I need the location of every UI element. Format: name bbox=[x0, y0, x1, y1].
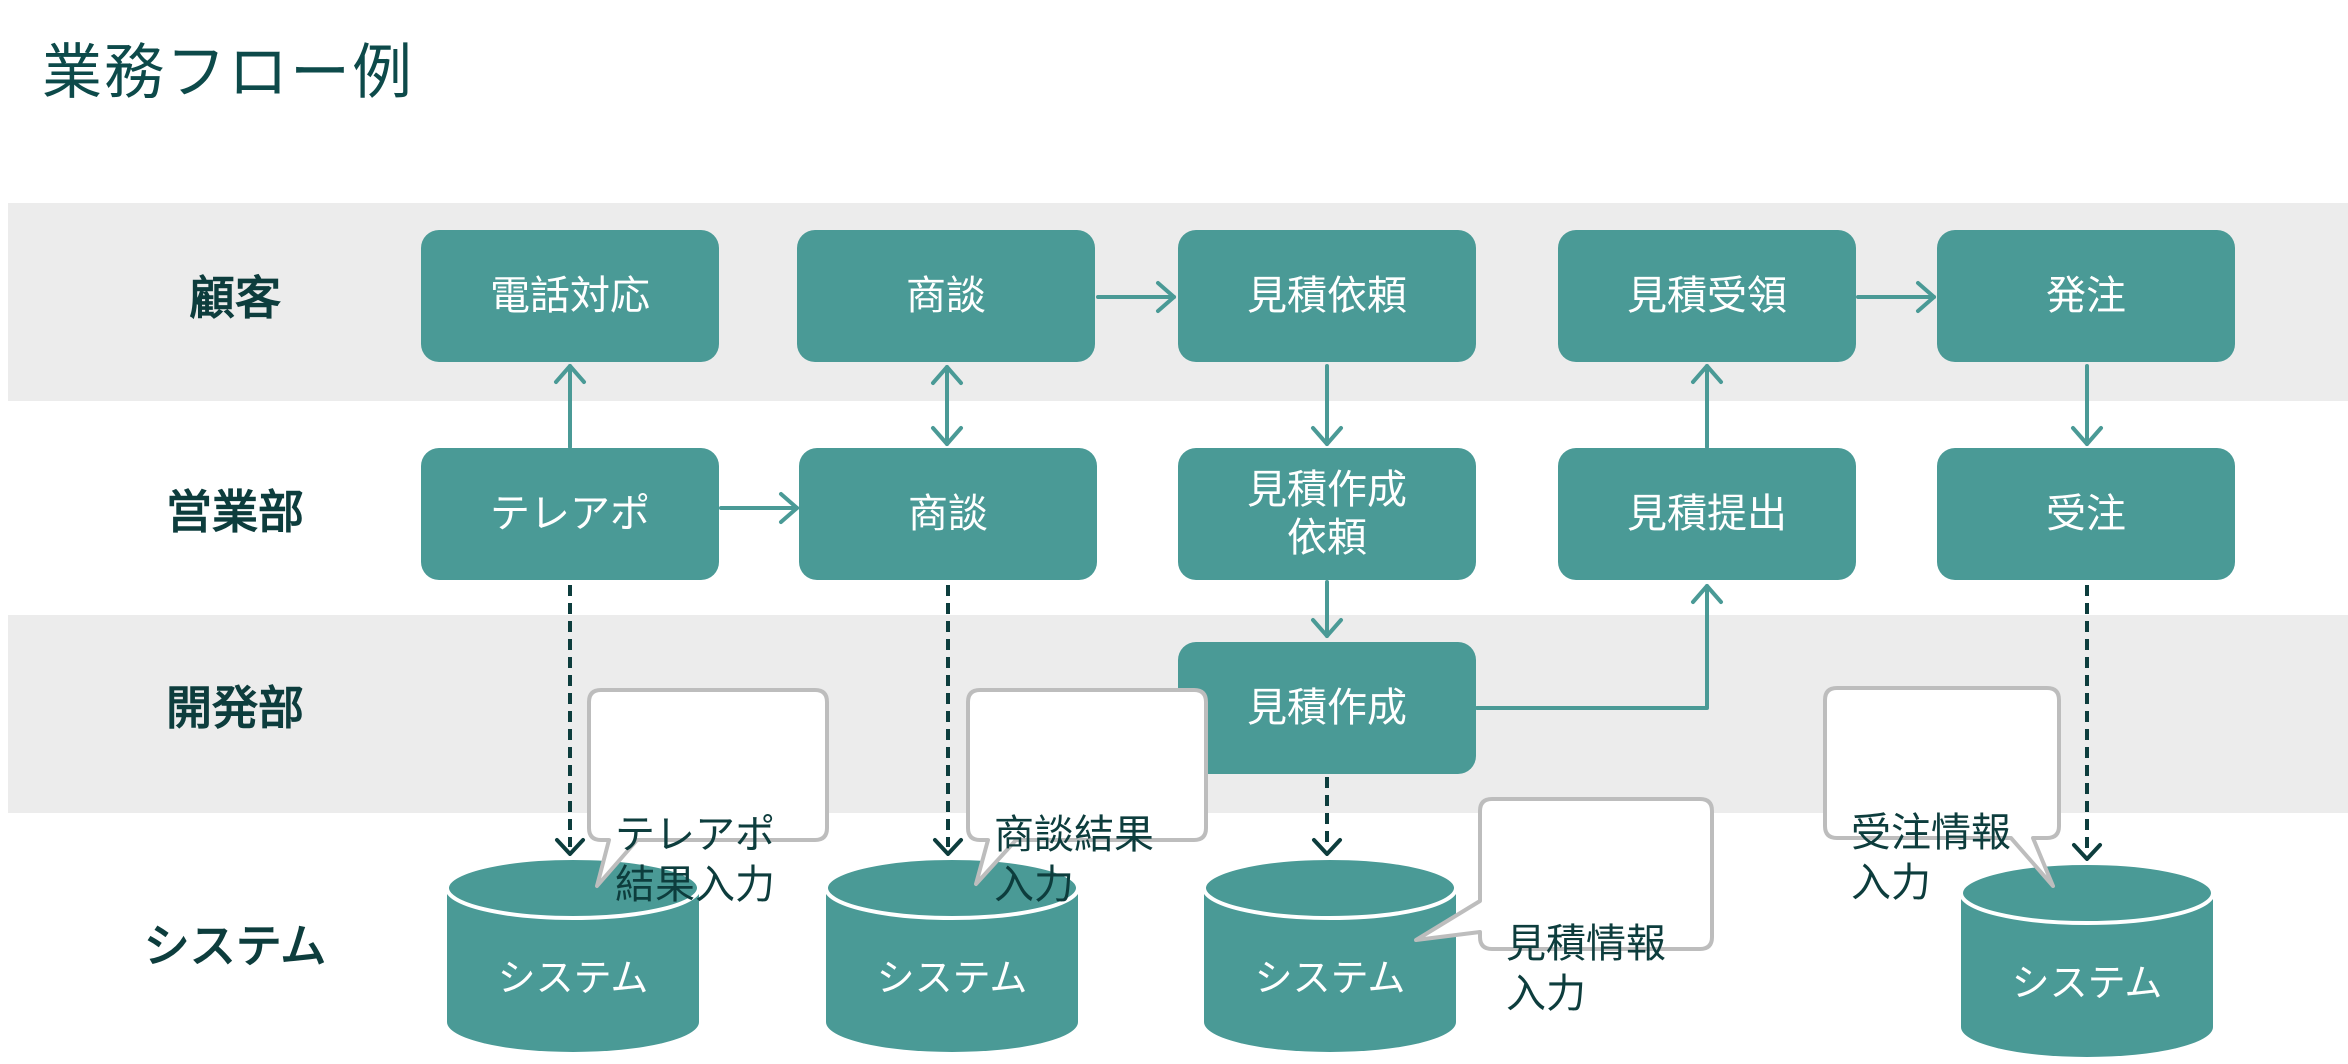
system-database-1: システム bbox=[443, 855, 703, 1055]
callout-text: 商談結果 入力 bbox=[994, 812, 1154, 908]
box-mitsumori-juryo: 見積受領 bbox=[1558, 230, 1856, 362]
box-mitsumori-irai: 見積依頼 bbox=[1178, 230, 1476, 362]
speech-bubble-icon bbox=[587, 688, 829, 888]
callout-text: テレアポ 結果入力 bbox=[615, 812, 775, 908]
system-database-2: システム bbox=[822, 855, 1082, 1055]
lane-label-dev: 開発部 bbox=[166, 681, 304, 735]
database-icon bbox=[1959, 861, 2215, 1057]
system-database-4: システム bbox=[1957, 860, 2217, 1060]
callout-shodan-result: 商談結果 入力 bbox=[966, 688, 1208, 908]
box-hatchu: 発注 bbox=[1937, 230, 2235, 362]
box-shodan-customer: 商談 bbox=[797, 230, 1095, 362]
system-label: システム bbox=[497, 956, 649, 1000]
system-database-3: システム bbox=[1200, 855, 1460, 1055]
box-mitsumori-sakusei: 見積作成 bbox=[1178, 642, 1476, 774]
database-icon bbox=[824, 856, 1080, 1052]
database-icon bbox=[1202, 856, 1458, 1052]
callout-tereapo-result: テレアポ 結果入力 bbox=[587, 688, 829, 908]
box-mitsumori-teishutsu: 見積提出 bbox=[1558, 448, 1856, 580]
lane-label-customer: 顧客 bbox=[189, 271, 281, 325]
speech-bubble-icon bbox=[966, 688, 1208, 886]
box-juchu: 受注 bbox=[1937, 448, 2235, 580]
lane-label-sales: 営業部 bbox=[166, 485, 304, 539]
box-mitsumori-sakusei-irai: 見積作成 依頼 bbox=[1178, 448, 1476, 580]
database-icon bbox=[445, 856, 701, 1052]
speech-bubble-icon bbox=[1414, 797, 1714, 951]
arrow-sakusei-to-teishutsu bbox=[1475, 584, 1709, 710]
box-denwa-taiou: 電話対応 bbox=[421, 230, 719, 362]
system-label: システム bbox=[2011, 961, 2163, 1005]
box-shodan-sales: 商談 bbox=[799, 448, 1097, 580]
system-label: システム bbox=[876, 956, 1028, 1000]
callout-text: 受注情報 入力 bbox=[1851, 810, 2011, 906]
speech-bubble-icon bbox=[1823, 686, 2061, 888]
page-title: 業務フロー例 bbox=[42, 38, 414, 108]
box-tereapo: テレアポ bbox=[421, 448, 719, 580]
system-label: システム bbox=[1254, 956, 1406, 1000]
callout-juchu-info: 受注情報 入力 bbox=[1823, 686, 2061, 906]
lane-label-system: システム bbox=[143, 919, 327, 973]
callout-text: 見積情報 入力 bbox=[1506, 921, 1666, 1017]
callout-mitsumori-info: 見積情報 入力 bbox=[1414, 797, 1714, 1017]
